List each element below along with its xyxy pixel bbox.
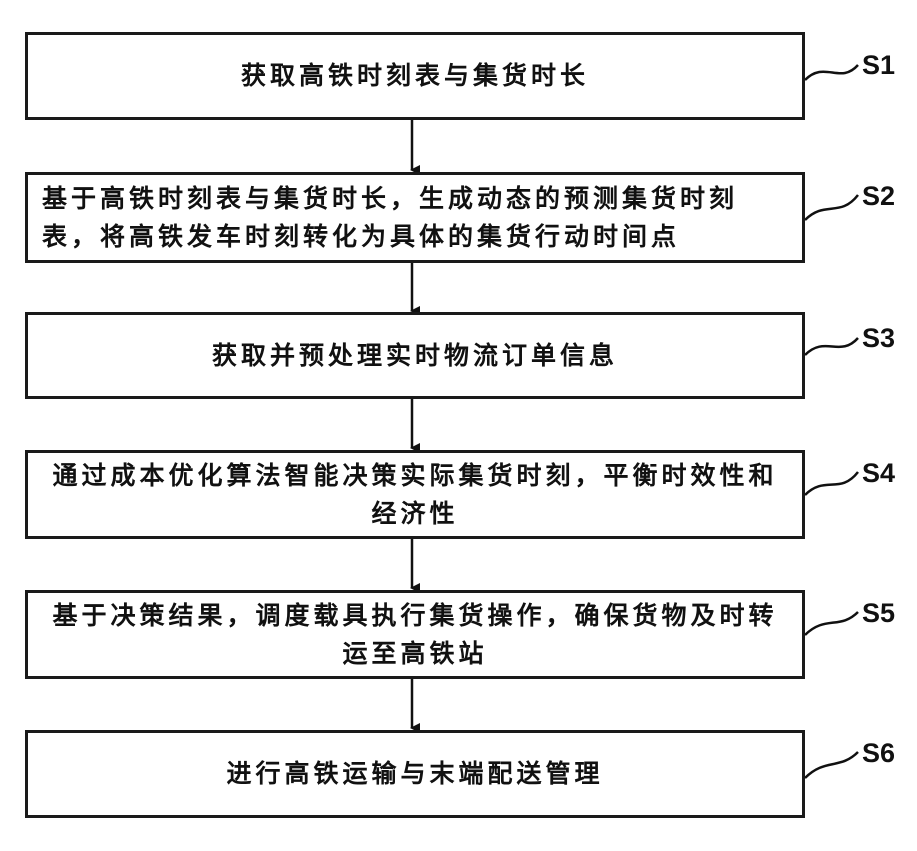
step-box-s2: 基于高铁时刻表与集货时长，生成动态的预测集货时刻表，将高铁发车时刻转化为具体的集… [25, 172, 805, 263]
leader-s6 [805, 752, 858, 778]
step-label-s4: S4 [862, 458, 895, 489]
step-box-s5: 基于决策结果，调度载具执行集货操作，确保货物及时转运至高铁站 [25, 590, 805, 679]
step-label-s3: S3 [862, 323, 895, 354]
step-text-s1: 获取高铁时刻表与集货时长 [227, 57, 603, 95]
step-box-s6: 进行高铁运输与末端配送管理 [25, 730, 805, 818]
step-text-s4: 通过成本优化算法智能决策实际集货时刻，平衡时效性和经济性 [28, 457, 802, 533]
step-text-s2: 基于高铁时刻表与集货时长，生成动态的预测集货时刻表，将高铁发车时刻转化为具体的集… [28, 180, 802, 256]
step-label-s6: S6 [862, 738, 895, 769]
step-box-s1: 获取高铁时刻表与集货时长 [25, 32, 805, 120]
leader-s5 [805, 612, 858, 635]
leader-s3 [805, 338, 858, 355]
step-text-s3: 获取并预处理实时物流订单信息 [198, 337, 632, 375]
step-text-s6: 进行高铁运输与末端配送管理 [212, 755, 617, 793]
step-label-s2: S2 [862, 181, 895, 212]
step-label-s1: S1 [862, 50, 895, 81]
step-text-s5: 基于决策结果，调度载具执行集货操作，确保货物及时转运至高铁站 [28, 597, 802, 673]
leader-s4 [805, 472, 858, 495]
step-label-s5: S5 [862, 598, 895, 629]
leader-s2 [805, 195, 858, 220]
step-box-s4: 通过成本优化算法智能决策实际集货时刻，平衡时效性和经济性 [25, 450, 805, 539]
leader-s1 [805, 65, 858, 80]
step-box-s3: 获取并预处理实时物流订单信息 [25, 312, 805, 399]
